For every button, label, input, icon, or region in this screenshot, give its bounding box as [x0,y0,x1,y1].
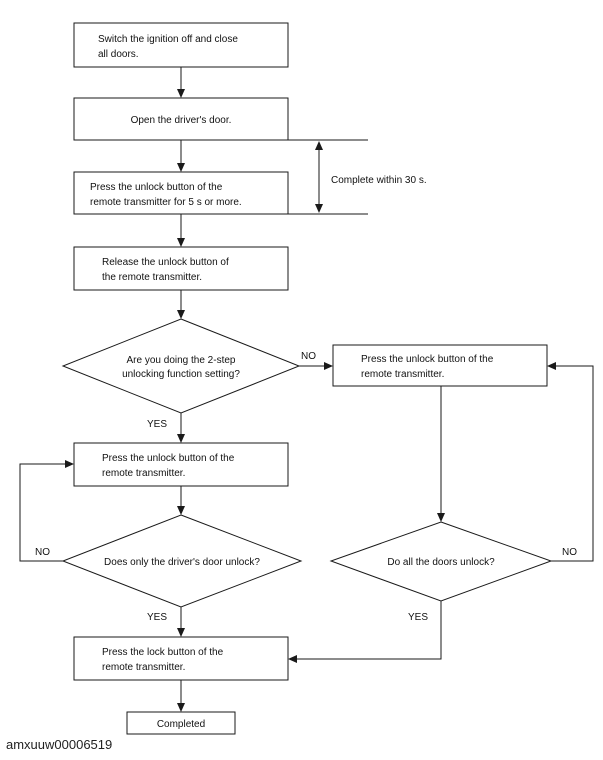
connector-press-to-release [177,214,185,247]
arrowhead [547,362,556,370]
connector-release-to-decision [177,290,185,319]
arrowhead [177,628,185,637]
label-two-step-no: NO [301,351,316,362]
step-press-lock-line-2: remote transmitter. [102,662,185,673]
timing-bracket: Complete within 30 s. [288,139,427,215]
connector-all-doors-yes-to-lock [288,601,442,663]
step-press-lock: Press the lock button of the remote tran… [73,636,289,681]
connector-all-doors-no-loop [547,362,594,562]
arrowhead [177,163,185,172]
image-code: amxuuw00006519 [6,737,113,752]
connector-open-to-press [177,140,185,172]
label-all-doors-yes: YES [408,612,428,623]
arrowhead [65,460,74,468]
step-press-unlock-left-line-2: remote transmitter. [102,468,185,479]
step-start-line-2: all doors. [98,49,139,60]
connector-driver-yes-to-lock [177,607,185,637]
arrowhead [177,434,185,443]
connector-lock-to-completed [177,680,185,712]
arrowhead [324,362,333,370]
step-press-unlock-5s-line-1: Press the unlock button of the [90,182,223,193]
decision-driver-door: Does only the driver's door unlock? [61,514,303,608]
step-press-unlock-right: Press the unlock button of the remote tr… [332,344,548,387]
step-press-lock-line-1: Press the lock button of the [102,647,224,658]
decision-two-step-line-2: unlocking function setting? [122,369,240,380]
arrowhead [177,238,185,247]
step-press-unlock-5s: Press the unlock button of the remote tr… [73,171,289,215]
decision-two-step: Are you doing the 2-step unlocking funct… [61,318,301,414]
step-press-unlock-left: Press the unlock button of the remote tr… [73,442,289,487]
connector-driver-door-no-loop [19,460,74,562]
arrowhead [288,655,297,663]
connector-press-right-to-all-doors [437,386,445,522]
arrowhead [315,141,323,150]
step-start: Switch the ignition off and close all do… [73,22,289,68]
step-press-unlock-left-line-1: Press the unlock button of the [102,453,235,464]
arrowhead [177,506,185,515]
arrowhead [315,204,323,213]
timing-note: Complete within 30 s. [331,175,427,186]
step-release-unlock-line-1: Release the unlock button of [102,257,229,268]
arrowhead [437,513,445,522]
connector-two-step-no-to-press-right [299,362,333,370]
arrowhead [177,703,185,712]
step-open-driver-door-label: Open the driver's door. [131,115,232,126]
step-open-driver-door: Open the driver's door. [73,97,289,141]
connector-decision-yes-to-press-left [177,413,185,443]
label-two-step-yes: YES [147,419,167,430]
label-all-doors-no: NO [562,547,577,558]
decision-all-doors-label: Do all the doors unlock? [387,557,495,568]
step-release-unlock-line-2: the remote transmitter. [102,272,202,283]
step-completed: Completed [126,711,236,735]
connector-start-to-open [177,67,185,98]
step-start-line-1: Switch the ignition off and close [98,34,238,45]
decision-driver-door-label: Does only the driver's door unlock? [104,557,260,568]
step-press-unlock-right-line-1: Press the unlock button of the [361,354,494,365]
arrowhead [177,310,185,319]
decision-all-doors: Do all the doors unlock? [329,521,553,602]
label-driver-door-no: NO [35,547,50,558]
step-press-unlock-5s-line-2: remote transmitter for 5 s or more. [90,197,242,208]
step-release-unlock: Release the unlock button of the remote … [73,246,289,291]
arrowhead [177,89,185,98]
step-completed-label: Completed [157,719,205,730]
connector-press-left-to-driver-decision [177,486,185,515]
label-driver-door-yes: YES [147,612,167,623]
step-press-unlock-right-line-2: remote transmitter. [361,369,444,380]
decision-two-step-line-1: Are you doing the 2-step [127,355,236,366]
